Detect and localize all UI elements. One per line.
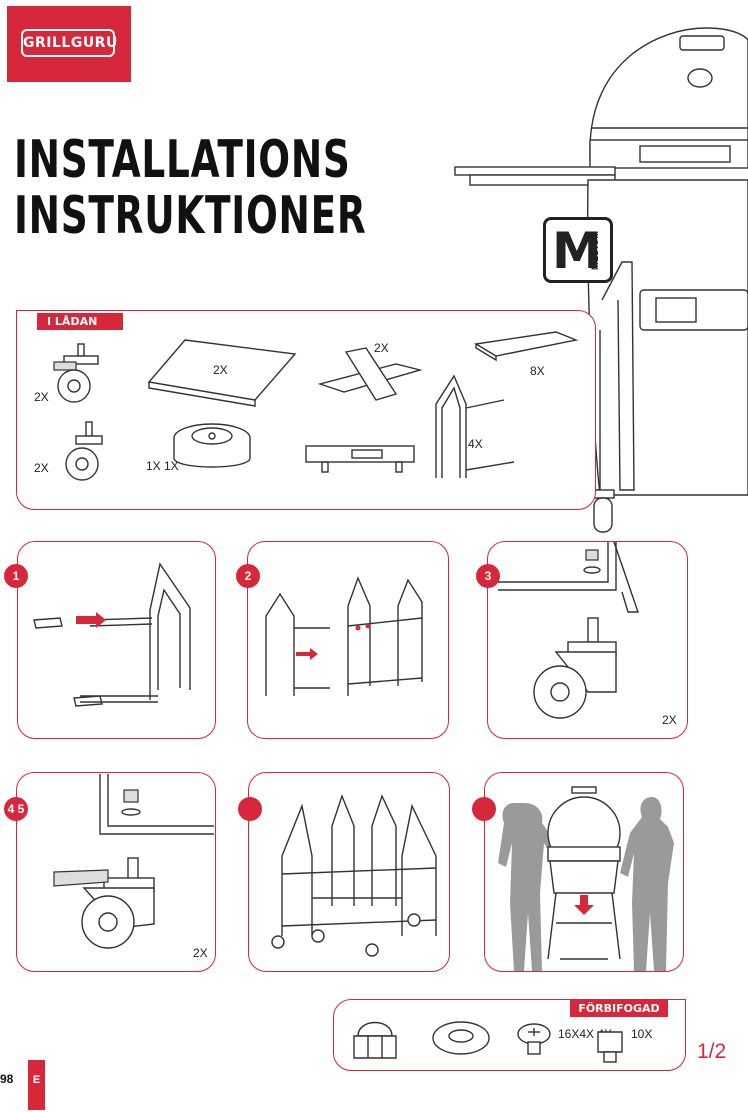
vent-cap-icon [173, 423, 251, 468]
item-qty-side-table: 2X [213, 363, 228, 377]
kamado-grill-illustration [454, 27, 748, 533]
step-1-number: 1 [4, 564, 28, 588]
step-5-number [238, 797, 262, 821]
step-3-number: 3 [476, 564, 500, 588]
step-1-illustration [33, 562, 191, 707]
title-line-2: INSTRUKTIONER [14, 186, 367, 246]
step-4-number: 4 5 [4, 797, 28, 821]
cap-nut-icon [353, 1021, 397, 1059]
step-3-illustration [498, 541, 639, 719]
washer-icon [432, 1021, 490, 1055]
step-1-panel [17, 541, 216, 739]
item-qty-frame-side: 4X [468, 437, 483, 451]
screw-icon [517, 1023, 551, 1055]
handle-icon [305, 445, 415, 473]
title-line-1: INSTALLATIONS [14, 130, 351, 190]
page-number: 98 [0, 1072, 14, 1086]
step-4-qty: 2X [193, 946, 208, 960]
step-5-illustration [271, 793, 437, 957]
frame-side-icon [435, 374, 515, 478]
caster-icon [65, 421, 103, 481]
step-6-number [472, 797, 496, 821]
cross-bracket-icon [317, 347, 423, 401]
step-4-illustration [53, 774, 214, 949]
step-6-illustration [498, 786, 674, 971]
step-2-illustration [265, 576, 423, 696]
step-3-qty: 2X [662, 713, 677, 727]
brand-logo: GRILLGURU [7, 6, 131, 82]
size-word: MEDIUM [590, 230, 600, 271]
box-contents-heading: I LÅDAN [37, 313, 123, 330]
bolt-icon [597, 1031, 623, 1063]
item-qty-caster: 2X [34, 461, 49, 475]
hardware-qty-bolt: 10X [631, 1027, 653, 1041]
page-indicator: 1/2 [697, 1040, 727, 1063]
page-title: INSTALLATIONS INSTRUKTIONER [14, 132, 366, 244]
item-qty-cross-bracket: 2X [374, 341, 389, 355]
item-qty-caster-brake: 2X [34, 390, 49, 404]
step-2-number: 2 [236, 564, 260, 588]
section-tab: E [28, 1060, 45, 1110]
size-badge: M MEDIUM [543, 217, 613, 283]
caster-brake-icon [53, 343, 99, 403]
item-qty-shelf-board: 8X [530, 364, 545, 378]
hardware-heading: FÖRBIFOGAD [570, 1000, 668, 1017]
item-qty-vent-cap: 1X 1X [146, 459, 179, 473]
shelf-board-icon [473, 331, 579, 362]
size-letter: M [552, 222, 602, 280]
brand-name: GRILLGURU [21, 29, 117, 57]
side-table-icon [147, 339, 297, 407]
